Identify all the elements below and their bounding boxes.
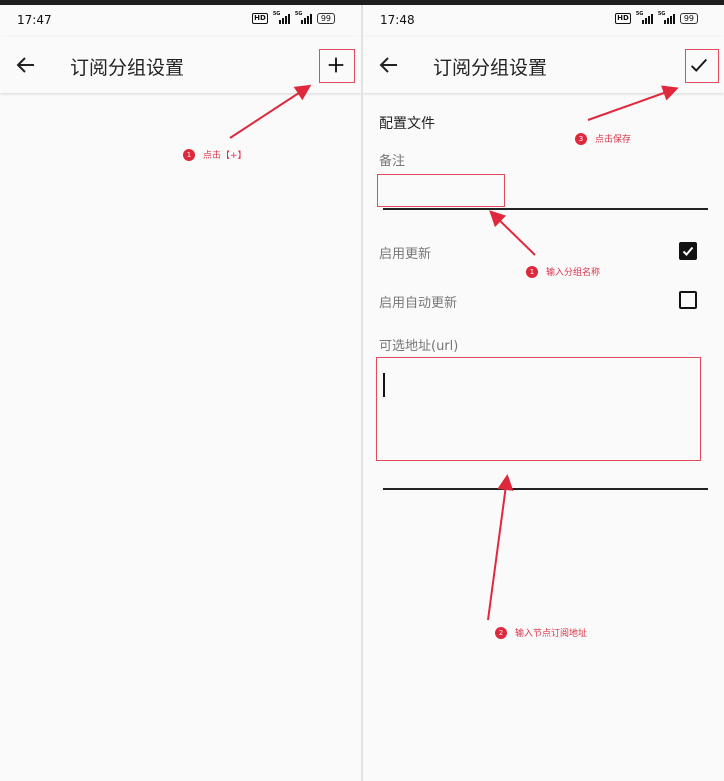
annotation-enter-group-name: 1 输入分组名称 [526, 265, 600, 278]
signal-icon: 5G [273, 11, 290, 24]
signal-icon: 5G [636, 11, 653, 24]
hd-icon: HD [252, 13, 268, 24]
right-screen: 17:48 HD 5G 5G 99 订阅分组设置 配置文件 备注 启用更新 [363, 5, 724, 781]
left-screen: 17:47 HD 5G 5G 99 订阅分组设置 1 点击【+】 [0, 5, 361, 781]
status-icons: HD 5G 5G 99 [615, 11, 698, 24]
signal-icon-2: 5G [295, 11, 312, 24]
screen-divider [361, 5, 363, 781]
enable-update-checkbox[interactable] [679, 242, 697, 260]
status-time: 17:48 [380, 13, 415, 27]
page-title: 订阅分组设置 [433, 57, 548, 79]
enable-auto-update-label: 启用自动更新 [379, 296, 458, 311]
app-bar: 订阅分组设置 [363, 37, 724, 93]
remark-label: 备注 [379, 154, 406, 169]
annotation-click-save: 3 点击保存 [575, 132, 631, 145]
enable-auto-update-checkbox[interactable] [679, 291, 697, 309]
remark-input[interactable] [383, 173, 708, 205]
check-icon [691, 58, 708, 72]
status-time: 17:47 [17, 13, 52, 27]
back-arrow-icon[interactable] [14, 53, 38, 77]
status-bar: 17:47 HD 5G 5G 99 [0, 5, 361, 37]
url-label: 可选地址(url) [379, 339, 459, 354]
battery-icon: 99 [679, 13, 698, 24]
url-input[interactable] [383, 363, 708, 481]
top-strip [0, 0, 724, 5]
enable-update-label: 启用更新 [379, 247, 432, 262]
hd-icon: HD [615, 13, 631, 24]
annotation-enter-url: 2 输入节点订阅地址 [495, 626, 587, 639]
save-button[interactable] [682, 49, 716, 81]
back-arrow-icon[interactable] [377, 53, 401, 77]
status-bar: 17:48 HD 5G 5G 99 [363, 5, 724, 37]
add-button[interactable] [319, 49, 353, 81]
status-icons: HD 5G 5G 99 [252, 11, 335, 24]
page-title: 订阅分组设置 [70, 57, 185, 79]
checkmark-icon [682, 246, 694, 256]
plus-icon [328, 57, 344, 73]
section-title: 配置文件 [379, 116, 435, 132]
text-cursor [383, 373, 385, 397]
remark-underline [383, 208, 708, 210]
annotation-click-add: 1 点击【+】 [183, 148, 247, 161]
signal-icon-2: 5G [658, 11, 675, 24]
battery-icon: 99 [316, 13, 335, 24]
url-underline [383, 488, 708, 490]
app-bar: 订阅分组设置 [0, 37, 361, 93]
